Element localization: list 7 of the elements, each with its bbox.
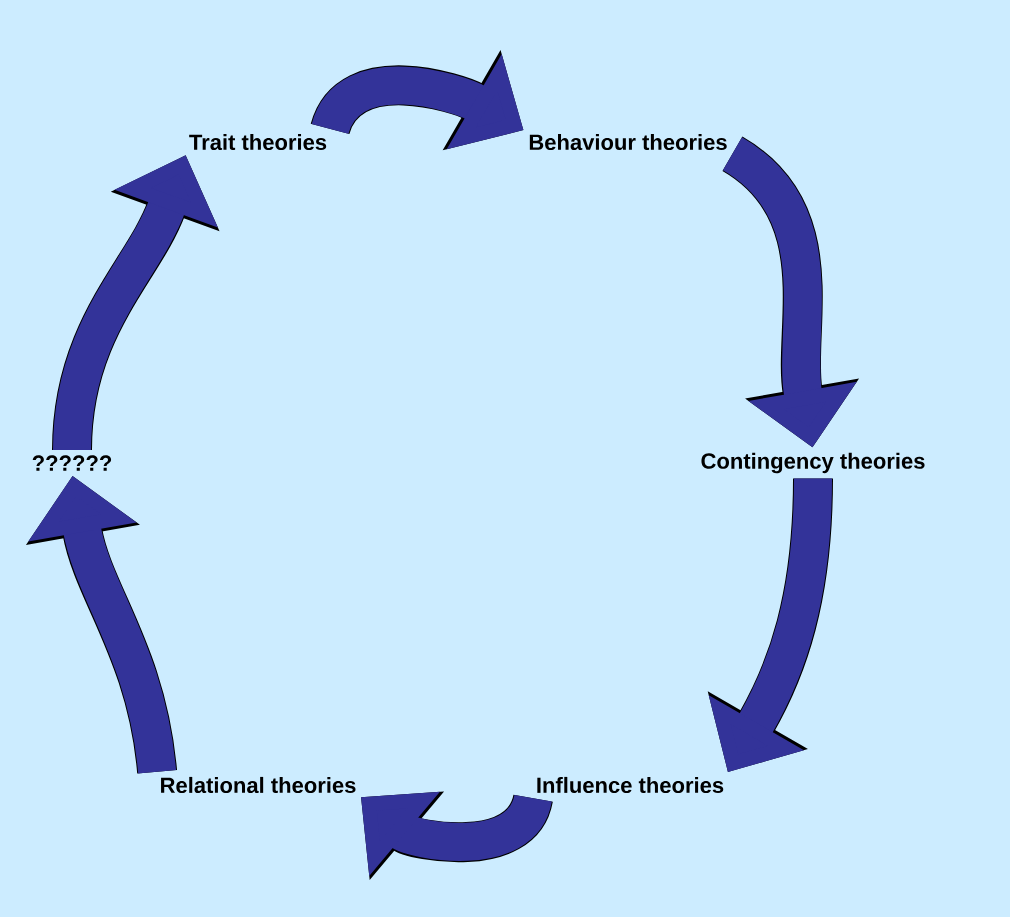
theory-label: Influence theories xyxy=(537,776,724,794)
theory-label: Contingency theories xyxy=(701,452,925,474)
theory-label: ?????? xyxy=(32,455,112,471)
theory-label: Behaviour theories xyxy=(529,133,727,151)
curved-arrow xyxy=(361,791,553,881)
theory-label: Relational theories xyxy=(161,776,356,794)
theory-label: Trait theories xyxy=(189,133,327,151)
